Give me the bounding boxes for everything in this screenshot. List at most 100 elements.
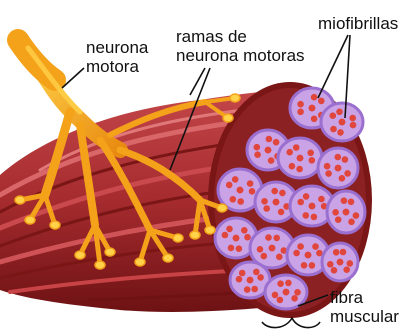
myofibril — [283, 289, 290, 296]
myofibril — [343, 209, 350, 216]
myofibril — [228, 245, 235, 252]
myofibril — [279, 190, 286, 197]
motor-end-plate — [105, 248, 115, 256]
motor-end-plate — [50, 221, 60, 229]
myofibril — [265, 234, 272, 241]
label-miofibrillas: miofibrillas — [318, 14, 398, 33]
myofibril — [297, 155, 304, 162]
motor-end-plate — [75, 251, 85, 259]
myofibril — [271, 188, 278, 195]
myofibril — [251, 286, 258, 293]
muscle-fiber — [327, 191, 365, 233]
myofibril — [339, 175, 346, 182]
myofibril — [307, 150, 314, 157]
myofibril — [309, 105, 316, 112]
motor-end-plate — [223, 114, 233, 122]
myofibril — [341, 197, 348, 204]
myofibril — [309, 157, 316, 164]
myofibril — [344, 170, 351, 177]
motor-end-plate — [163, 254, 173, 262]
myofibril — [266, 136, 273, 143]
myofibril — [285, 280, 292, 287]
myofibril — [277, 297, 284, 304]
label-ramas-line1: ramas de — [176, 27, 305, 46]
myofibril — [337, 129, 344, 136]
myofibril — [335, 216, 342, 223]
muscle-fiber — [265, 275, 307, 309]
motor-end-plate — [205, 226, 215, 234]
myofibril — [348, 199, 355, 206]
label-ramas-neurona-motoras: ramas de neurona motoras — [176, 27, 305, 65]
myofibril — [294, 289, 301, 296]
myofibril — [297, 199, 304, 206]
myofibril — [269, 245, 276, 252]
myofibril — [273, 199, 280, 206]
myofibril — [273, 235, 280, 242]
myofibril — [337, 259, 344, 266]
myofibril — [261, 198, 268, 205]
myofibril — [305, 252, 312, 259]
motor-end-plate — [217, 204, 227, 212]
label-neurona-motora-line2: motora — [86, 57, 148, 76]
leader-miofib-1 — [318, 35, 348, 98]
myofibril — [335, 154, 342, 161]
myofibril — [297, 101, 304, 108]
myofibril — [350, 122, 357, 129]
myofibril — [276, 253, 283, 260]
myofibril — [247, 277, 254, 284]
label-fibra-line1: fibra — [330, 288, 399, 307]
motor-end-plate — [135, 258, 145, 266]
myofibril — [309, 203, 316, 210]
myofibril — [297, 109, 304, 116]
myofibril — [272, 292, 279, 299]
myofibril — [318, 98, 325, 105]
muscle-fiber — [322, 243, 358, 281]
bracket-fibra — [262, 318, 320, 328]
myofibril — [249, 188, 256, 195]
motor-end-plate — [173, 234, 183, 242]
myofibril — [353, 212, 360, 219]
myofibril — [293, 250, 300, 257]
myofibril — [233, 235, 240, 242]
myofibril — [244, 286, 251, 293]
label-ramas-line2: neurona motoras — [176, 46, 305, 65]
myofibril — [340, 249, 347, 256]
myofibril — [311, 214, 318, 221]
motor-end-plate — [95, 261, 105, 269]
myofibril — [286, 149, 293, 156]
myofibril — [253, 144, 260, 151]
muscle-fiber — [321, 103, 363, 141]
myofibril — [236, 276, 243, 283]
myofibril — [253, 269, 260, 276]
myofibril — [303, 212, 310, 219]
myofibril — [296, 166, 303, 173]
motor-end-plate — [190, 231, 200, 239]
myofibril — [226, 226, 233, 233]
myofibril — [349, 115, 356, 122]
label-fibra-muscular: fibra muscular — [330, 288, 399, 326]
myofibril — [311, 116, 318, 123]
myofibril — [318, 196, 325, 203]
myofibril — [230, 196, 237, 203]
myofibril — [325, 170, 332, 177]
myofibril — [239, 270, 246, 277]
myofibril — [330, 126, 337, 133]
myofibril — [241, 227, 248, 234]
muscle-fiber — [278, 138, 322, 178]
myofibril — [331, 267, 338, 274]
label-neurona-motora-line1: neurona — [86, 38, 148, 57]
myofibril — [263, 205, 270, 212]
myofibril — [247, 180, 254, 187]
myofibril — [312, 243, 319, 250]
myofibril — [232, 176, 239, 183]
myofibril — [236, 245, 243, 252]
myofibril — [336, 109, 343, 116]
myofibril — [309, 262, 316, 269]
myofibril — [297, 243, 304, 250]
myofibril — [273, 139, 280, 146]
motor-end-plate — [25, 216, 35, 224]
motor-end-plate — [230, 94, 240, 102]
myofibril — [339, 119, 346, 126]
myofibril — [333, 249, 340, 256]
myofibril — [289, 163, 296, 170]
